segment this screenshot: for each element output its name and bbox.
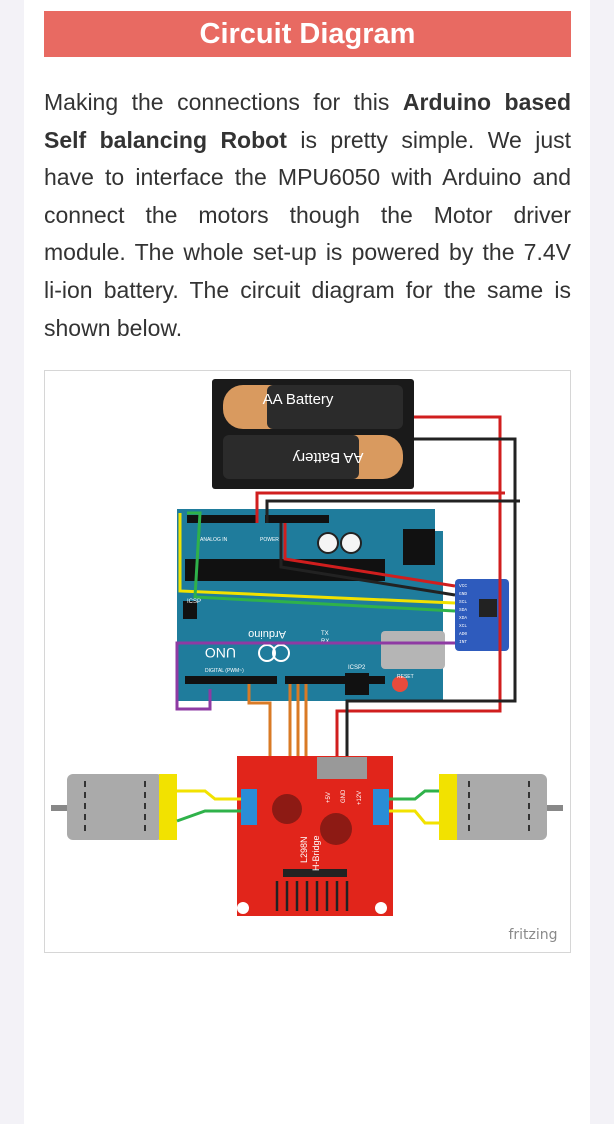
pin-int: INT xyxy=(459,639,467,645)
pin-gnd: GND xyxy=(459,591,467,597)
pin-xda: XDA xyxy=(459,615,467,621)
pin-vcc: VCC xyxy=(459,583,467,589)
pin-scl: SCL xyxy=(459,599,467,605)
driver-5v-label: +5V xyxy=(326,792,332,803)
wire-left-motor-a xyxy=(177,789,241,801)
l298n-driver xyxy=(237,756,393,916)
wire-arduino-gnd xyxy=(265,499,520,523)
icsp2-label: ICSP2 xyxy=(348,665,366,671)
power-label: POWER xyxy=(260,537,279,543)
circuit-diagram-figure: AA Battery AA Battery RESET Arduino UNO … xyxy=(44,370,571,953)
arduino-board xyxy=(177,509,443,701)
wire-battery-positive xyxy=(335,415,502,756)
pin-sda: SDA xyxy=(459,607,467,613)
paragraph-rest: is pretty simple. We just have to interf… xyxy=(44,126,572,341)
wire-pwm-1 xyxy=(247,684,272,756)
left-motor xyxy=(51,774,177,840)
wire-right-motor-a xyxy=(389,789,439,801)
paragraph-highlight: Arduino based Self balancing Robot xyxy=(44,89,572,153)
driver-gnd-label: GND xyxy=(341,789,347,803)
battery-top-label: AA Battery xyxy=(263,391,334,408)
reset-button xyxy=(392,676,408,692)
wire-sensor-vcc xyxy=(283,523,456,588)
board-brand: Arduino xyxy=(248,628,286,640)
driver-subtitle: H-Bridge xyxy=(311,835,321,871)
article-paragraph: Making the connections for this Arduino … xyxy=(44,84,571,347)
usb-port xyxy=(381,631,445,669)
wire-battery-negative xyxy=(345,437,517,756)
battery-bottom-label: AA Battery xyxy=(292,449,363,466)
sensor-pin-labels: VCC GND SCL SDA XDA XCL AD0 INT xyxy=(459,583,467,645)
icsp-label: ICSP xyxy=(187,599,201,605)
section-heading: Circuit Diagram xyxy=(44,11,571,57)
pin-ad0: AD0 xyxy=(459,631,467,637)
driver-name: L298N xyxy=(299,836,309,863)
wire-arduino-vin xyxy=(255,491,505,523)
wire-left-motor-b xyxy=(176,809,241,823)
wire-sensor-gnd xyxy=(279,523,456,597)
wire-sensor-sda xyxy=(187,511,456,613)
wires xyxy=(175,415,520,825)
fritzing-watermark: fritzing xyxy=(508,927,557,943)
circuit-diagram: AA Battery AA Battery RESET Arduino UNO … xyxy=(51,379,563,943)
wire-sensor-scl xyxy=(178,513,456,605)
article-page: Circuit Diagram Making the connections f… xyxy=(24,0,590,1124)
digital-label: DIGITAL (PWM~) xyxy=(205,668,244,674)
tx-label: TX xyxy=(321,631,329,637)
right-motor xyxy=(439,774,563,840)
reset-label: RESET xyxy=(397,674,414,680)
heatsink-fins xyxy=(275,881,349,911)
driver-12v-label: +12V xyxy=(357,791,363,805)
wire-right-motor-b xyxy=(389,809,439,825)
wire-sensor-int xyxy=(175,641,455,711)
analog-in-label: ANALOG IN xyxy=(200,537,228,543)
board-model: UNO xyxy=(205,645,236,661)
paragraph-intro: Making the connections for this xyxy=(44,89,390,115)
pin-xcl: XCL xyxy=(459,623,467,629)
